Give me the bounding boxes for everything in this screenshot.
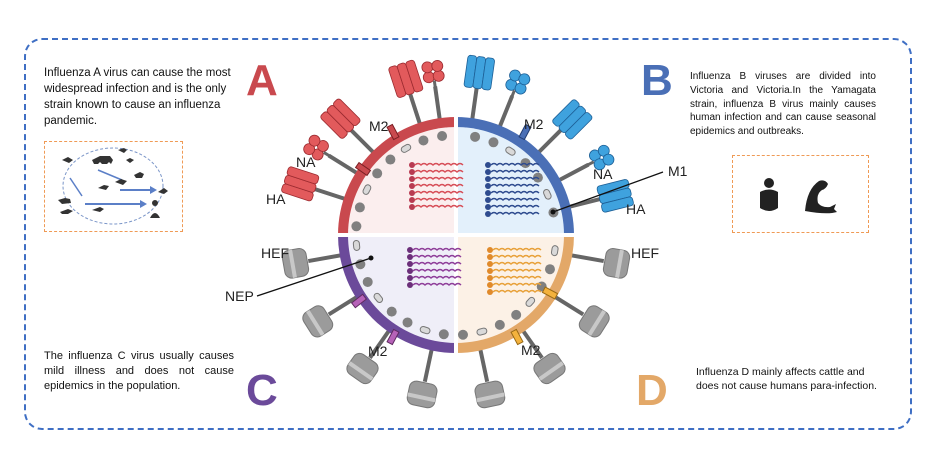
spike-b-ha-1 [535,99,593,156]
spike-a-ha-2 [281,166,349,202]
spike-a-na-4 [303,134,361,177]
hef-label-d: HEF [631,245,659,261]
m1-pointer-dot [550,209,556,215]
letter-b: B [641,56,673,105]
spike-a-na-3 [421,60,445,123]
m2-label-c: M2 [368,343,388,359]
nep-label: NEP [225,288,254,304]
spike-b-na-3 [496,69,531,131]
letter-c: C [246,366,278,415]
m2-channel-c [386,328,400,346]
spike-d-hef-3 [474,346,506,409]
influenza-a-description: Influenza A virus can cause the most wid… [44,67,231,127]
spike-c-hef-0 [281,248,345,279]
human-seal-hosts-inset [732,155,869,233]
nep-pointer-line [256,257,372,297]
m1-label: M1 [668,163,688,179]
nep-pointer-dot [368,255,374,261]
seal-icon [805,180,837,214]
spike-a-ha-0 [388,59,424,128]
membrane-particles [351,130,559,340]
ha-label-a: HA [266,191,286,207]
letter-a: A [246,56,278,105]
spike-c-hef-2 [346,327,393,385]
hef-label-c: HEF [261,245,289,261]
influenza-b-description: Influenza B viruses are divided into Vic… [690,71,876,138]
spike-d-hef-0 [567,248,631,279]
m2-label-a: M2 [369,118,389,134]
spike-d-hef-2 [519,327,566,385]
m2-label-b: M2 [524,116,544,132]
spike-b-ha-0 [463,54,495,123]
spike-c-hef-1 [302,293,361,338]
surface-glycoproteins [281,54,634,409]
letter-d: D [636,366,668,415]
m2-channel-b [518,123,532,141]
na-label-a: NA [296,154,316,170]
diagram-frame [24,38,912,430]
influenza-c-description: The influenza C virus usually causes mil… [44,350,234,393]
m2-channels [350,123,559,346]
spike-b-ha-2 [566,179,634,213]
human-icon [760,178,778,211]
rna-segments [407,162,542,295]
spike-a-ha-1 [320,98,377,156]
na-label-b: NA [593,166,613,182]
influenza-d-description: Influenza D mainly affects cattle and do… [696,366,877,393]
spike-b-na-4 [555,144,615,184]
spike-d-hef-1 [551,293,610,338]
m1-pointer-line [552,171,664,213]
m2-channel-d [510,328,524,346]
virus-quadrant-a [338,117,456,235]
m2-channel-a [386,123,400,141]
m2-label-d: M2 [521,342,541,358]
animal-hosts-icon [58,147,168,225]
animal-hosts-inset [44,141,183,232]
ha-label-b: HA [626,201,646,217]
spike-c-hef-3 [406,346,438,409]
